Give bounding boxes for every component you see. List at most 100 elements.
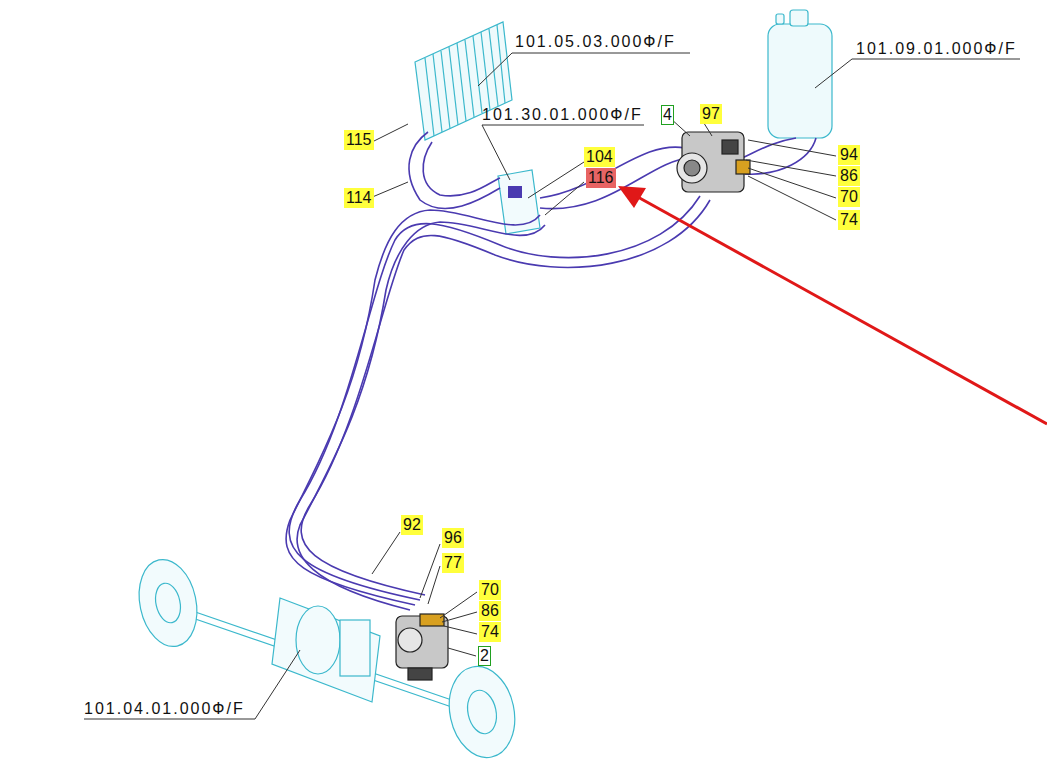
radiator	[465, 40, 474, 117]
top-pump	[677, 153, 707, 183]
hydraulic-hoses	[742, 138, 796, 158]
valve-block	[508, 186, 522, 198]
part-number: 101.30.01.000Ф/F	[482, 106, 643, 124]
hydraulic-hoses	[409, 132, 500, 208]
callout-text: 92	[403, 516, 421, 533]
callout-number: 4	[661, 105, 674, 125]
hydraulic-hoses	[301, 200, 710, 595]
leader-lines	[478, 53, 690, 86]
callout-text: 94	[840, 146, 858, 163]
drive-axle	[272, 598, 380, 702]
drive-axle	[441, 660, 523, 763]
hydraulic-hoses	[423, 142, 500, 196]
callout-number: 92	[401, 515, 423, 535]
leader-lines	[748, 176, 836, 220]
leader-lines	[748, 140, 836, 156]
callout-text: 104	[586, 148, 613, 165]
radiator	[481, 32, 490, 110]
red-pointer-arrow	[636, 196, 1047, 424]
callout-text: 2	[480, 647, 489, 664]
oil-tank	[768, 24, 832, 138]
callout-number: 2	[478, 646, 491, 666]
leader-lines	[372, 532, 400, 574]
leader-lines	[444, 626, 477, 634]
callout-text: 115	[346, 131, 372, 148]
callout-text: 77	[444, 554, 462, 571]
top-pump	[677, 132, 750, 192]
leader-lines	[84, 53, 1020, 719]
callout-number: 70	[479, 580, 501, 600]
leader-lines	[255, 650, 300, 719]
radiator	[425, 58, 434, 136]
callout-text: 74	[481, 623, 499, 640]
radiator	[473, 36, 482, 113]
hydraulic-hoses	[745, 138, 816, 174]
callout-number: 86	[838, 166, 860, 186]
callout-text: 97	[702, 105, 720, 122]
callout-text: 114	[346, 189, 372, 206]
oil-tank	[768, 10, 832, 138]
callout-text: 96	[444, 529, 462, 546]
radiator	[457, 43, 466, 121]
callout-text: 86	[840, 167, 858, 184]
callout-number: 116	[586, 168, 616, 188]
callout-number: 86	[479, 601, 501, 621]
bottom-pump	[398, 628, 422, 652]
hydraulic-hoses	[286, 132, 816, 610]
bottom-pump	[408, 668, 432, 680]
hydraulic-hoses	[540, 158, 690, 209]
callout-text: 70	[840, 188, 858, 205]
part-number: 101.05.03.000Ф/F	[515, 33, 676, 51]
callout-number: 77	[442, 553, 464, 573]
top-pump	[722, 140, 738, 154]
leader-lines	[420, 544, 440, 598]
red-pointer-arrow	[618, 186, 646, 208]
leader-lines	[815, 59, 1020, 88]
callout-number: 70	[838, 187, 860, 207]
hydraulic-hoses	[540, 147, 685, 198]
drive-axle	[131, 554, 204, 652]
leader-lines	[545, 182, 584, 215]
bottom-pump	[420, 614, 444, 626]
radiator	[449, 47, 458, 125]
callout-number: 114	[344, 188, 374, 208]
top-pump	[684, 160, 700, 176]
top-pump	[736, 160, 750, 174]
callout-number: 74	[838, 210, 860, 230]
part-number: 101.04.01.000Ф/F	[84, 700, 245, 718]
leader-lines	[428, 566, 440, 604]
drive-axle	[175, 605, 475, 708]
callout-text: 74	[840, 211, 858, 228]
callout-number: 96	[442, 528, 464, 548]
callout-number: 94	[838, 145, 860, 165]
radiator	[441, 51, 450, 129]
callout-text: 4	[663, 106, 672, 123]
leader-lines	[84, 719, 255, 720]
bottom-pump	[396, 614, 448, 680]
radiator	[433, 54, 442, 132]
part-number: 101.09.01.000Ф/F	[856, 40, 1017, 58]
leader-lines	[448, 648, 476, 656]
drive-axle	[152, 581, 184, 625]
leader-lines	[370, 182, 408, 198]
oil-tank	[790, 10, 808, 26]
leader-lines	[370, 124, 408, 143]
drive-axle	[340, 620, 370, 676]
hydraulic-hoses	[297, 222, 545, 610]
oil-tank	[776, 14, 784, 24]
leader-lines	[482, 125, 644, 180]
hydraulic-hoses	[286, 210, 540, 605]
callout-number: 97	[700, 104, 722, 124]
leader-lines	[746, 160, 836, 176]
leader-lines	[442, 612, 477, 622]
leader-lines	[528, 162, 584, 198]
drive-axle	[464, 688, 501, 737]
callout-text: 116	[588, 169, 614, 186]
callout-number: 74	[479, 622, 501, 642]
callout-text: 86	[481, 602, 499, 619]
drive-axle	[131, 554, 522, 764]
callout-text: 70	[481, 581, 499, 598]
callout-number: 104	[584, 147, 615, 167]
drive-axle	[296, 606, 340, 674]
